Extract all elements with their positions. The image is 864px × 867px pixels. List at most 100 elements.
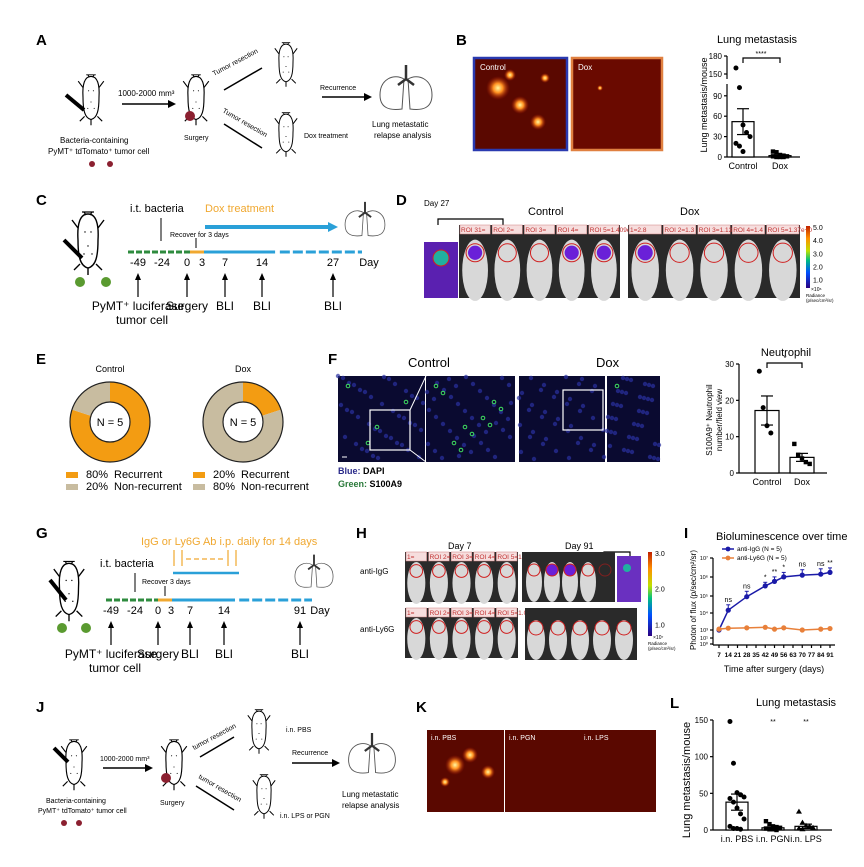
y-tick-label: 180 [709, 52, 723, 61]
dapi-nucleus [590, 415, 596, 421]
group-label: Control [408, 355, 450, 370]
microscopy-image [338, 376, 425, 462]
roi-circle [572, 620, 588, 636]
dapi-nucleus [420, 400, 426, 406]
lung-label: Lung metastatic [372, 120, 428, 129]
data-point [770, 154, 776, 159]
dapi-nucleus [500, 427, 506, 433]
syringe-icon [62, 238, 84, 260]
day-tick: -24 [154, 257, 170, 269]
legend-pct: 80% [86, 469, 108, 481]
dapi-nucleus [591, 442, 597, 448]
dapi-nucleus [483, 429, 489, 435]
significance-label: ns [817, 561, 825, 568]
dapi-nucleus [355, 414, 361, 420]
data-point [774, 150, 779, 155]
roi-circle [550, 620, 566, 636]
dapi-nucleus [471, 433, 477, 439]
tumor-icon [185, 111, 195, 121]
donut-slice [71, 382, 110, 416]
data-point [744, 130, 750, 136]
bli-inset [617, 556, 641, 602]
event-label: PyMT⁺ luciferase [92, 299, 185, 313]
roi-circle [409, 564, 424, 578]
colorbar [806, 226, 810, 288]
y-tick-label: 150 [695, 716, 709, 725]
data-point [806, 823, 813, 829]
day-tick: Day [310, 605, 330, 617]
dapi-nucleus [624, 376, 630, 382]
colorbar-unit: ×10⁶ [811, 287, 822, 293]
x-tick-label: 35 [752, 652, 760, 659]
dapi-nucleus [377, 428, 383, 434]
day-tick: -49 [103, 605, 119, 617]
dapi-nucleus [655, 456, 661, 462]
data-point [810, 824, 817, 830]
data-point [767, 827, 772, 832]
mouse-image [549, 620, 567, 660]
dapi-nucleus [492, 454, 498, 460]
mouse-icon [274, 42, 298, 88]
dapi-nucleus [507, 434, 513, 440]
dapi-nucleus [388, 435, 394, 441]
y-tick-label: 10⁶ [700, 574, 708, 581]
y-tick-label: 0 [718, 153, 723, 162]
roi-label: ROI 4= [475, 554, 496, 561]
data-point [799, 627, 805, 633]
dapi-nucleus [553, 448, 559, 454]
data-point [760, 405, 766, 411]
data-point [799, 572, 805, 578]
dapi-nucleus [381, 374, 387, 380]
dapi-nucleus [641, 395, 647, 401]
dapi-nucleus [604, 428, 610, 434]
dapi-nucleus [409, 393, 415, 399]
recover-label: Recover 3 days [142, 579, 191, 586]
dapi-nucleus [575, 440, 581, 446]
mouse-image [615, 620, 633, 660]
panel-label: H [356, 525, 367, 542]
dapi-nucleus [564, 401, 570, 407]
arrowhead [259, 273, 265, 280]
x-tick-label: i.n. LPS [790, 834, 822, 844]
bli-signal [637, 245, 653, 261]
dapi-nucleus [605, 414, 611, 420]
significance-label: ** [772, 569, 778, 576]
legend-swatch [66, 484, 78, 490]
y-axis-label: Lung metastasis/mouse [699, 57, 709, 152]
roi-label: ROI 4=1.4 [733, 227, 763, 234]
x-tick-label: 42 [762, 652, 770, 659]
arrowhead [184, 273, 190, 280]
chart-title: Neutrophil [761, 347, 811, 359]
dapi-key: Blue: [338, 466, 361, 476]
data-point [734, 805, 740, 811]
image-label: Control [480, 63, 506, 72]
s100a9-cell [614, 383, 620, 389]
roi-circle [432, 620, 446, 634]
recover-label: Recover for 3 days [170, 232, 229, 239]
roi-label-box [731, 224, 765, 235]
dapi-nucleus [623, 390, 629, 396]
dapi-nucleus [552, 421, 558, 427]
mouse-icon [60, 739, 88, 791]
dapi-nucleus [634, 436, 640, 442]
day-label: Day 91 [565, 541, 594, 551]
roi-label: ROI 4= [558, 227, 579, 234]
panel-h-bli: H Day 7 Day 91 anti-IgG anti-Ly6G 1=ROI … [356, 525, 676, 660]
lungs-icon [347, 733, 397, 775]
dapi-nucleus [554, 389, 560, 395]
roi-label-box [588, 224, 620, 235]
data-point [803, 459, 809, 465]
bacteria-label: i.t. bacteria [100, 558, 155, 570]
s100a9-cell [374, 424, 380, 430]
roi-label: ROI 2=1.3 [664, 227, 694, 234]
dapi-nucleus [645, 396, 651, 402]
panel-c-timeline: C i.t. bacteria Dox treatment Recover fo… [36, 192, 386, 327]
dapi-nucleus [579, 376, 585, 382]
legend-swatch [193, 484, 205, 490]
dapi-nucleus [620, 375, 626, 381]
roi-label-box [473, 551, 495, 562]
